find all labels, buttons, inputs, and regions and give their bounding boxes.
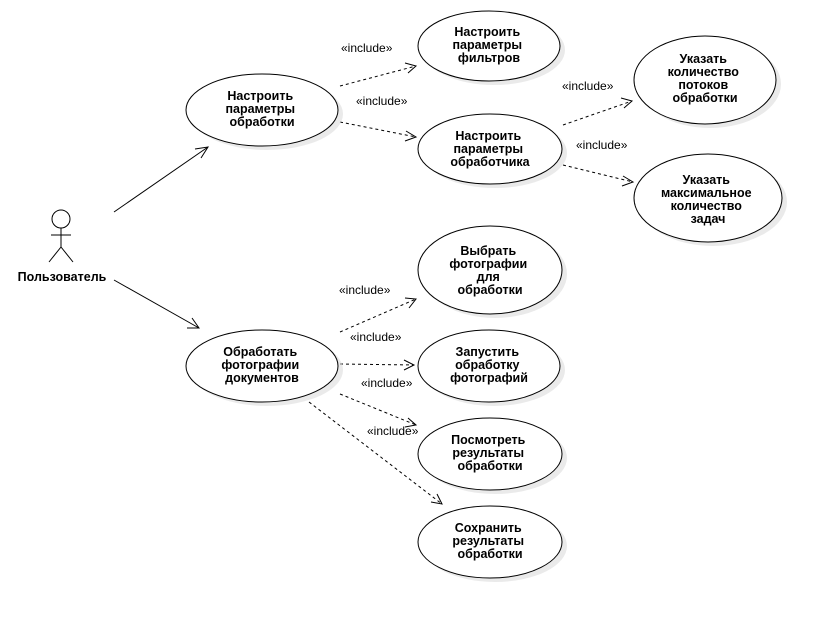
include-label: «include» (341, 41, 393, 55)
include-max-tasks: «include» (562, 138, 635, 187)
include-label: «include» (562, 79, 614, 93)
svg-text:Настроить параметры: Настроить параметры фильтров (452, 25, 525, 65)
actor-head (51, 209, 71, 229)
include-thread-count: «include» (562, 79, 634, 126)
svg-text:Выбрать фотографии: Выбрать фотографии для обработки (449, 244, 530, 297)
use-case-max-tasks: Указать максимальное количество задач (633, 153, 787, 246)
association-process-photos (113, 279, 200, 329)
include-view-results: «include» (339, 376, 418, 428)
svg-text:Указать количество: Указать количество потоков обработки (668, 52, 743, 105)
svg-text:Настроить параметры: Настроить параметры обработчика (450, 129, 530, 169)
use-case-run-processing: Запустить обработку фотографий (417, 329, 565, 406)
actor-left-leg (48, 246, 62, 263)
include-select-photos: «include» (339, 283, 417, 333)
include-run-processing: «include» (339, 330, 416, 371)
include-save-results: «include» (308, 401, 443, 505)
svg-text:Указать максимальное: Указать максимальное количество задач (661, 173, 755, 226)
svg-text:Обработать фотографии: Обработать фотографии документов (221, 345, 302, 385)
use-case-configure-filters: Настроить параметры фильтров (417, 10, 565, 85)
include-label: «include» (367, 424, 419, 438)
include-label: «include» (350, 330, 402, 344)
include-label: «include» (361, 376, 413, 390)
svg-text:Посмотреть результаты: Посмотреть результаты обработки (451, 433, 529, 473)
include-label: «include» (356, 94, 408, 108)
actor-user: Пользователь (18, 209, 107, 284)
use-case-view-results: Посмотреть результаты обработки (417, 417, 567, 494)
use-case-save-results: Сохранить результаты обработки (417, 505, 567, 582)
actor-right-leg (60, 246, 74, 263)
use-case-select-photos: Выбрать фотографии для обработки (417, 225, 567, 318)
use-case-thread-count: Указать количество потоков обработки (633, 35, 781, 128)
use-case-process-photos: Обработать фотографии документов (185, 329, 343, 406)
svg-text:Настроить параметры: Настроить параметры обработки (225, 89, 298, 129)
include-configure-handler: «include» (339, 94, 418, 142)
include-label: «include» (339, 283, 391, 297)
include-label: «include» (576, 138, 628, 152)
svg-text:Сохранить результаты: Сохранить результаты обработки (452, 521, 527, 561)
use-case-configure-processing: Настроить параметры обработки (185, 73, 343, 150)
actor-label: Пользователь (18, 270, 107, 284)
svg-text:Запустить обработку: Запустить обработку фотографий (450, 345, 528, 385)
association-configure-processing (113, 146, 210, 213)
include-configure-filters: «include» (339, 41, 418, 87)
use-case-configure-handler: Настроить параметры обработчика (417, 113, 567, 188)
